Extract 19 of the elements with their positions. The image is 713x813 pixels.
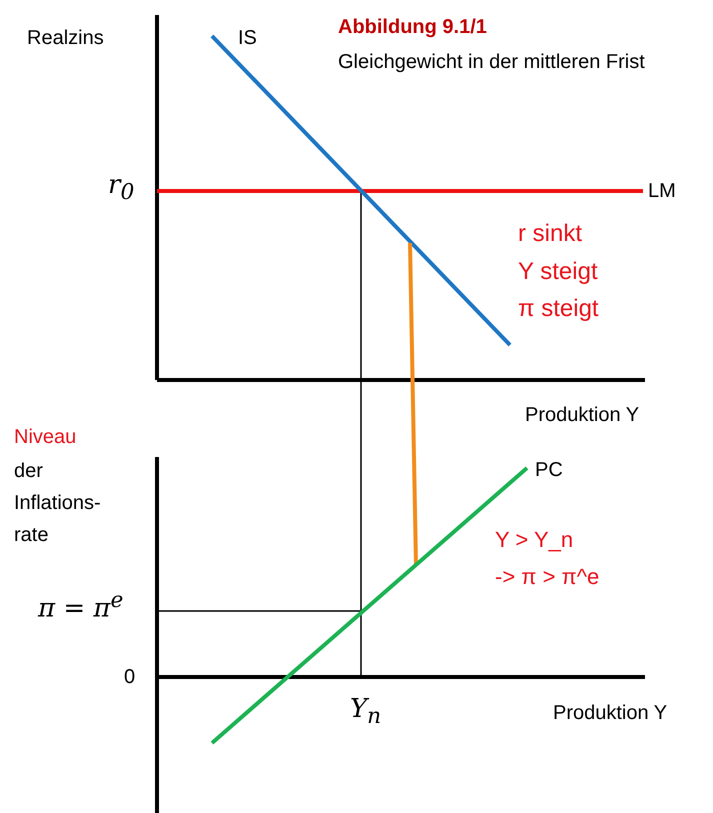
- axis-title: Produktion Y: [525, 403, 640, 428]
- annotation: r sinkt: [518, 219, 582, 249]
- axis-value-label: π = π$^{e}$: [38, 588, 124, 622]
- axis-title: Niveau: [14, 425, 76, 450]
- curve-label: IS: [238, 26, 257, 51]
- axis-value-label: r$_{0}$: [108, 172, 134, 206]
- annotation: -> π > π^e: [495, 563, 600, 591]
- figure-subtitle: Gleichgewicht in der mittleren Frist: [338, 50, 646, 75]
- curve-label: LM: [648, 179, 676, 204]
- axis-title: Produktion Y: [553, 701, 668, 726]
- curve-label: PC: [535, 458, 563, 483]
- axis-title: der Inflations-rate: [14, 459, 102, 548]
- annotation: Y > Y_n: [495, 526, 574, 554]
- axis-value-label: 0: [124, 665, 136, 690]
- annotation: Y steigt: [518, 257, 598, 287]
- axis-title: Realzins: [27, 26, 104, 51]
- figure-title: Abbildung 9.1/1: [338, 15, 487, 40]
- annotation: π steigt: [518, 294, 599, 324]
- axis-value-label: Y$_{n}$: [350, 696, 382, 730]
